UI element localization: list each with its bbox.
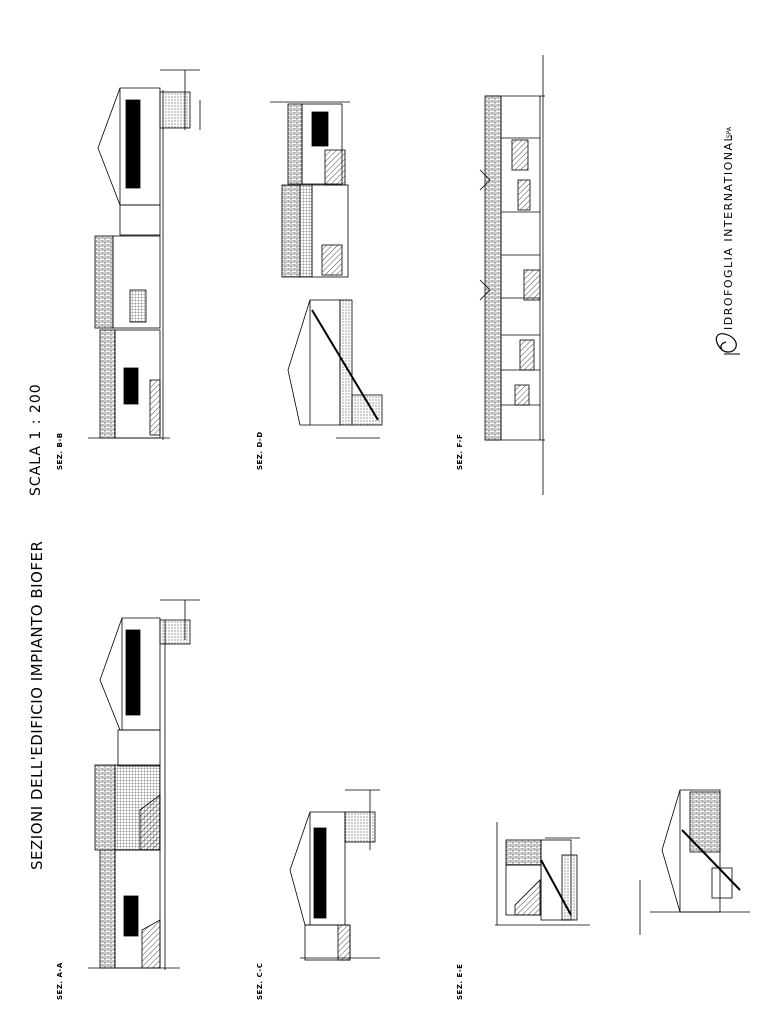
section-drawing-detail — [639, 789, 750, 935]
section-drawing-ee — [495, 822, 590, 926]
section-drawing-bb — [88, 69, 201, 440]
section-drawing-ff — [479, 55, 545, 495]
company-logo-icon — [715, 333, 740, 355]
section-drawing-cc — [289, 789, 380, 961]
section-drawing-dd — [270, 101, 383, 439]
section-drawing-aa — [88, 599, 200, 970]
